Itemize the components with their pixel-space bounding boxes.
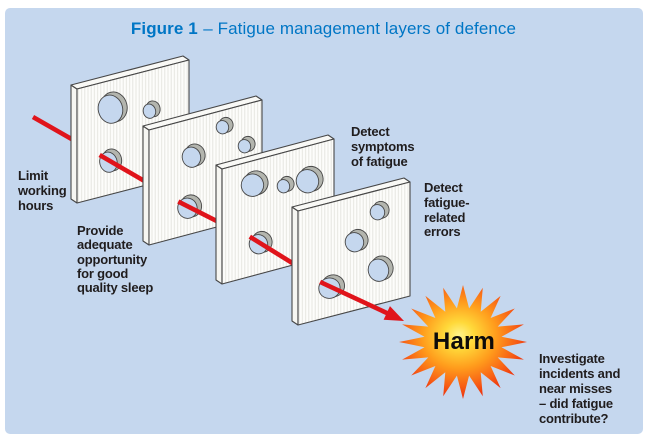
- figure-number: Figure 1: [130, 19, 198, 38]
- cheese-hole: [295, 169, 320, 194]
- label-limit-working-hours: Limit working hours: [18, 168, 67, 213]
- slice-side-left: [215, 164, 223, 285]
- cheese-hole: [369, 204, 386, 221]
- arrowhead: [383, 306, 404, 321]
- figure-title-text: – Fatigue management layers of defence: [203, 19, 517, 38]
- cheese-hole: [215, 120, 230, 135]
- cheese-hole: [237, 139, 252, 154]
- cheese-hole: [97, 94, 124, 124]
- cheese-hole: [142, 103, 157, 119]
- harm-label: Harm: [432, 328, 496, 355]
- cheese-slice-4: [291, 177, 411, 326]
- slice-side-left: [291, 206, 299, 326]
- label-detect-symptoms: Detect symptoms of fatigue: [351, 124, 415, 169]
- slice-side-left: [70, 84, 78, 204]
- cheese-hole: [240, 173, 265, 197]
- label-quality-sleep: Provide adequate opportunity for good qu…: [77, 223, 154, 296]
- figure-title: Figure 1 – Fatigue management layers of d…: [0, 19, 647, 39]
- label-investigate-incidents: Investigate incidents and near misses – …: [539, 351, 621, 426]
- cheese-hole: [181, 146, 202, 168]
- cheese-hole: [276, 179, 291, 194]
- label-detect-errors: Detect fatigue- related errors: [424, 180, 470, 240]
- cheese-hole: [367, 258, 390, 282]
- cheese-hole: [344, 232, 365, 253]
- red-arrow-segment: [319, 279, 390, 316]
- harm-starburst: [399, 285, 527, 399]
